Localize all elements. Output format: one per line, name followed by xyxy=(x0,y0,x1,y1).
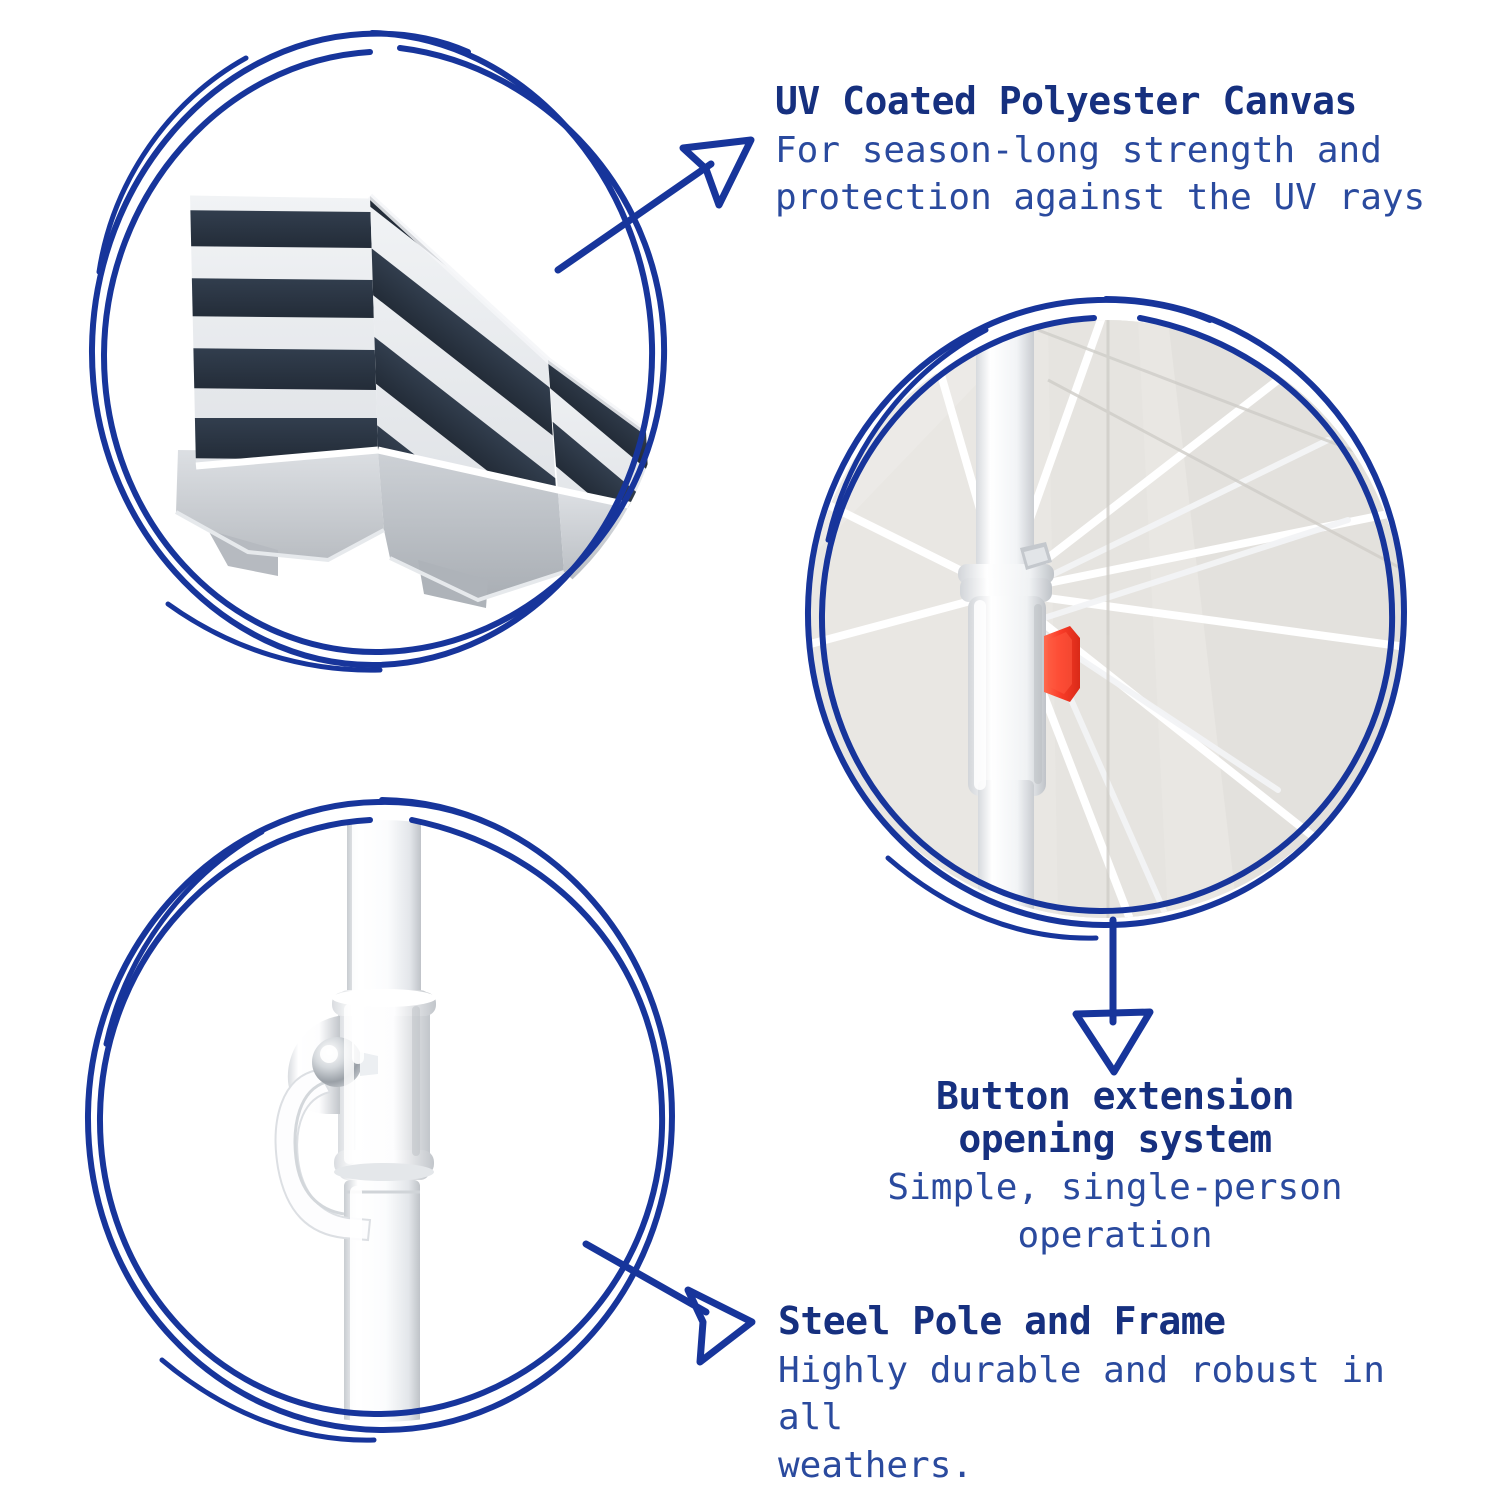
arrow-up-right-icon xyxy=(679,136,755,209)
arrow-down-icon xyxy=(1072,1008,1154,1076)
arrow-right-icon xyxy=(684,1286,756,1366)
hub-illustration xyxy=(808,320,1404,918)
pole-illustration xyxy=(82,820,682,1422)
steel-pole-tilt-joint-photo xyxy=(82,820,682,1422)
canopy-illustration xyxy=(78,60,666,660)
feature-heading-steel-pole: Steel Pole and Frame xyxy=(778,1299,1226,1343)
feature-body-button-extension: Simple, single-person operation xyxy=(887,1167,1343,1256)
feature-body-uv-canvas: For season-long strength and protection … xyxy=(775,129,1426,219)
feature-heading-uv-canvas: UV Coated Polyester Canvas xyxy=(775,79,1357,123)
feature-body-steel-pole: Highly durable and robust in all weather… xyxy=(778,1349,1385,1486)
striped-umbrella-canopy-photo xyxy=(78,60,666,660)
umbrella-hub-push-button-photo xyxy=(808,320,1404,918)
feature-heading-button-extension: Button extension opening system xyxy=(935,1074,1295,1161)
feature-text-uv-coated-polyester-canvas: UV Coated Polyester Canvas For season-lo… xyxy=(775,80,1465,222)
feature-text-steel-pole-and-frame: Steel Pole and Frame Highly durable and … xyxy=(778,1300,1468,1489)
feature-text-button-extension-opening-system: Button extension opening system Simple, … xyxy=(880,1075,1350,1259)
